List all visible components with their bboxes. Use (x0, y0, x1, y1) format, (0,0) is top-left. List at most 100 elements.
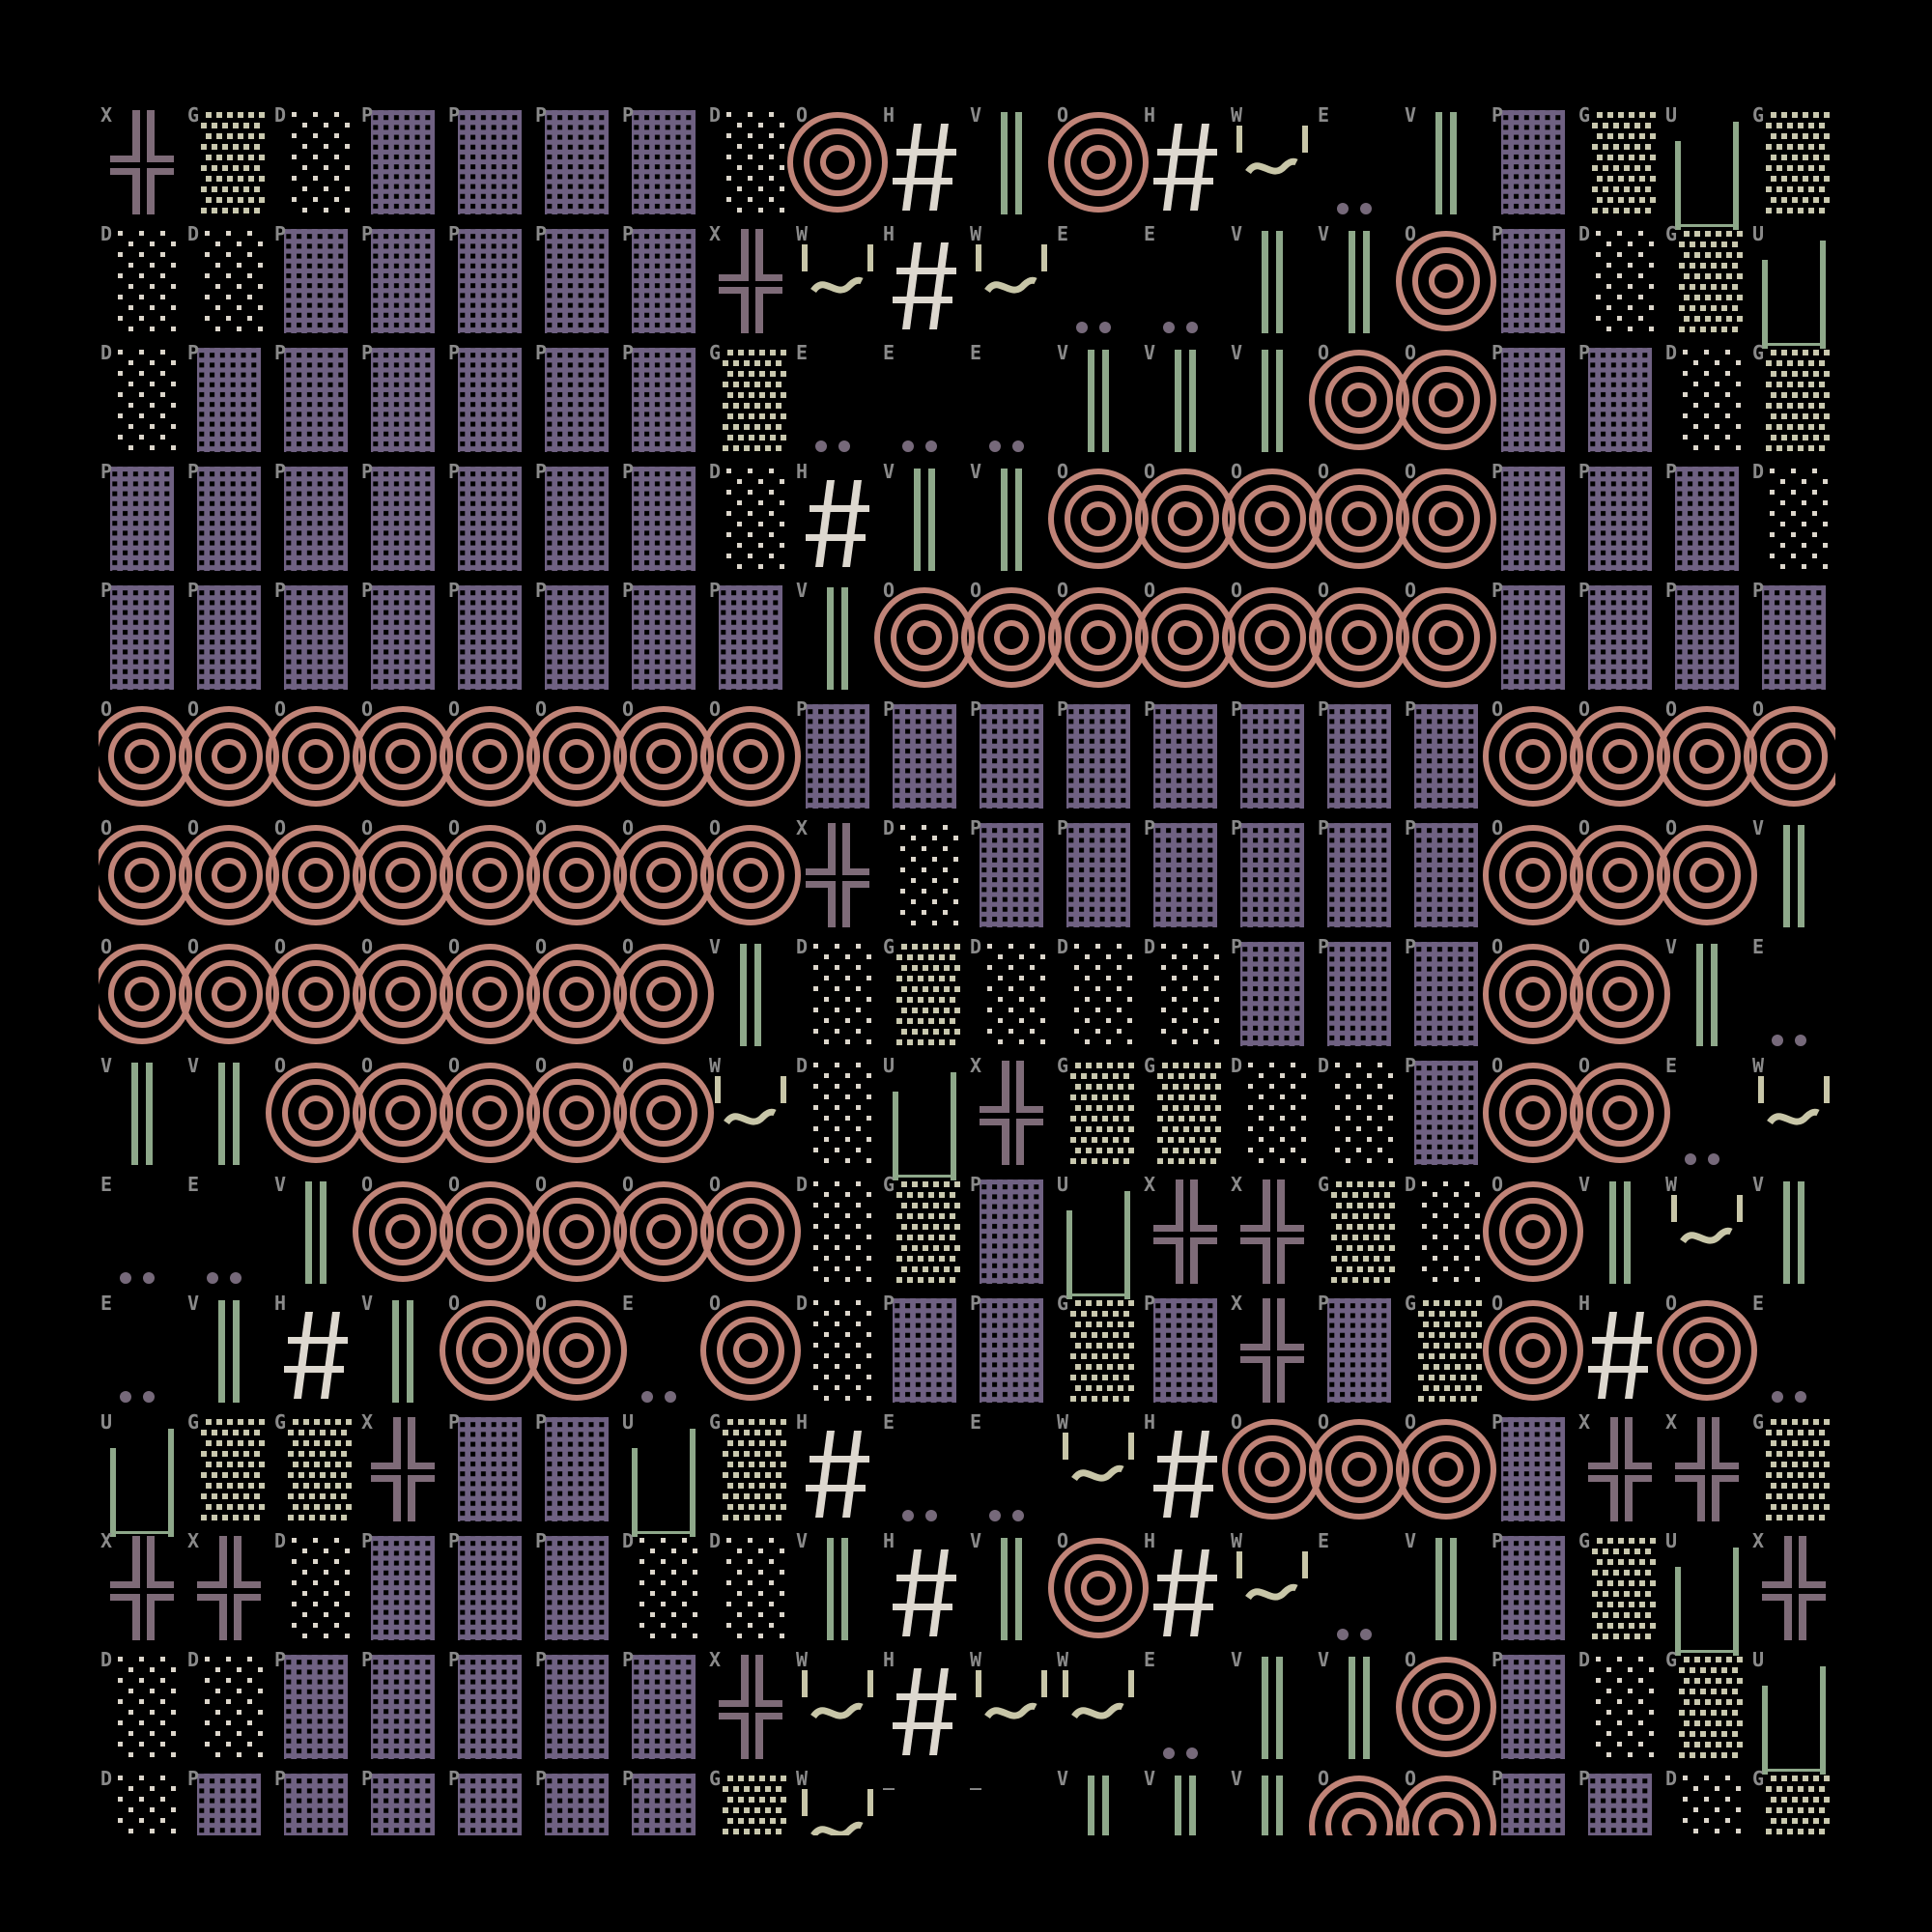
dense-dots-icon (1070, 1300, 1134, 1402)
cell-code-label: G (1752, 103, 1764, 127)
cell-code-label: P (274, 579, 286, 602)
cell-code-label: P (448, 1529, 460, 1552)
cross-icon (806, 823, 869, 927)
ellipsis-dots-icon (1772, 1391, 1806, 1403)
cross-icon (1588, 1417, 1652, 1521)
perforated-block-icon (1501, 585, 1565, 690)
perforated-block-icon (893, 704, 956, 809)
perforated-block-icon (458, 585, 522, 690)
sparse-dots-icon (1770, 469, 1828, 569)
target-icon (1486, 1184, 1580, 1279)
cell-code-label: E (187, 1173, 199, 1196)
cell-code-label: E (100, 1173, 112, 1196)
ellipsis-dots-icon (641, 1391, 676, 1403)
cell-code-label: O (448, 935, 460, 958)
cell-code-label: P (187, 341, 199, 364)
target-icon (703, 709, 798, 804)
dense-dots-icon (201, 112, 265, 213)
perforated-block-icon (284, 1774, 348, 1835)
cell-code-label: O (1231, 1410, 1242, 1434)
cell-code-label: P (1057, 816, 1068, 839)
cell-code-label: P (1492, 1648, 1503, 1671)
cell-code-label: O (448, 816, 460, 839)
tilde-quote-icon (715, 1076, 786, 1122)
cell-code-label: P (448, 1410, 460, 1434)
cell-code-label: P (1492, 1410, 1503, 1434)
dense-dots-icon (723, 1419, 786, 1520)
hash-icon (1153, 1431, 1217, 1518)
cell-code-label: D (796, 935, 808, 958)
cell-code-label: D (100, 1648, 112, 1671)
cell-code-label: H (883, 103, 895, 127)
perforated-block-icon (458, 229, 522, 333)
cell-code-label: E (883, 341, 895, 364)
cell-code-label: P (361, 579, 373, 602)
target-icon (355, 947, 450, 1041)
cell-code-label: U (1057, 1173, 1068, 1196)
cell-code-label: D (709, 103, 721, 127)
cell-code-label: P (361, 1648, 373, 1671)
cell-code-label: V (1405, 103, 1416, 127)
cell-code-label: O (1057, 579, 1068, 602)
cell-code-label: P (622, 103, 634, 127)
sparse-dots-icon (1074, 944, 1132, 1044)
cell-code-label: D (1318, 1054, 1329, 1077)
cell-code-label: P (274, 1648, 286, 1671)
cell-code-label: P (1405, 1054, 1416, 1077)
cell-code-label: V (970, 460, 981, 483)
hash-icon (806, 1431, 869, 1518)
perforated-block-icon (284, 585, 348, 690)
ellipsis-dots-icon (815, 440, 850, 452)
double-bar-icon (1088, 1776, 1109, 1835)
perforated-block-icon (1588, 1774, 1652, 1835)
cell-code-label: V (361, 1292, 373, 1315)
ellipsis-dots-icon (902, 1510, 937, 1521)
cell-code-label: X (709, 222, 721, 245)
ellipsis-dots-icon (989, 1510, 1024, 1521)
double-bar-icon (218, 1063, 240, 1165)
cell-code-label: X (361, 1410, 373, 1434)
cell-code-label: P (100, 579, 112, 602)
cell-code-label: P (622, 1648, 634, 1671)
double-bar-icon (1175, 350, 1196, 452)
cell-code-label: H (1144, 103, 1155, 127)
cell-code-label: G (883, 935, 895, 958)
cell-code-label: D (1578, 1648, 1590, 1671)
perforated-block-icon (1240, 823, 1304, 927)
cell-code-label: P (1665, 579, 1677, 602)
target-icon (1051, 1541, 1146, 1635)
cell-code-label: D (1231, 1054, 1242, 1077)
cell-code-label: O (535, 1173, 547, 1196)
perforated-block-icon (197, 585, 261, 690)
cell-code-label: P (1578, 579, 1590, 602)
hash-icon (1153, 1549, 1217, 1636)
target-icon (616, 1184, 711, 1279)
cell-code-label: P (274, 460, 286, 483)
cell-code-label: P (1492, 1529, 1503, 1552)
sparse-dots-icon (292, 112, 350, 213)
dense-dots-icon (1418, 1300, 1482, 1402)
sparse-dots-icon (726, 112, 784, 213)
target-icon (1486, 828, 1580, 923)
cross-icon (719, 1655, 782, 1759)
cell-code-label: X (187, 1529, 199, 1552)
tilde-quote-icon (1236, 126, 1308, 172)
perforated-block-icon (1414, 1061, 1478, 1165)
perforated-block-icon (458, 348, 522, 452)
cell-code-label: O (1492, 1173, 1503, 1196)
cell-code-label: O (100, 697, 112, 721)
cell-code-label: V (1318, 222, 1329, 245)
perforated-block-icon (980, 1179, 1043, 1284)
cell-code-label: P (1405, 816, 1416, 839)
cell-code-label: O (448, 1292, 460, 1315)
perforated-block-icon (371, 348, 435, 452)
cell-code-label: D (1752, 460, 1764, 483)
cell-code-label: O (1231, 460, 1242, 483)
cell-code-label: P (448, 222, 460, 245)
cup-icon (110, 1429, 174, 1537)
cell-code-label: P (361, 1767, 373, 1790)
cell-code-label: O (622, 1173, 634, 1196)
double-bar-icon (218, 1300, 240, 1403)
cup-icon (893, 1072, 956, 1180)
cell-code-label: E (1144, 222, 1155, 245)
